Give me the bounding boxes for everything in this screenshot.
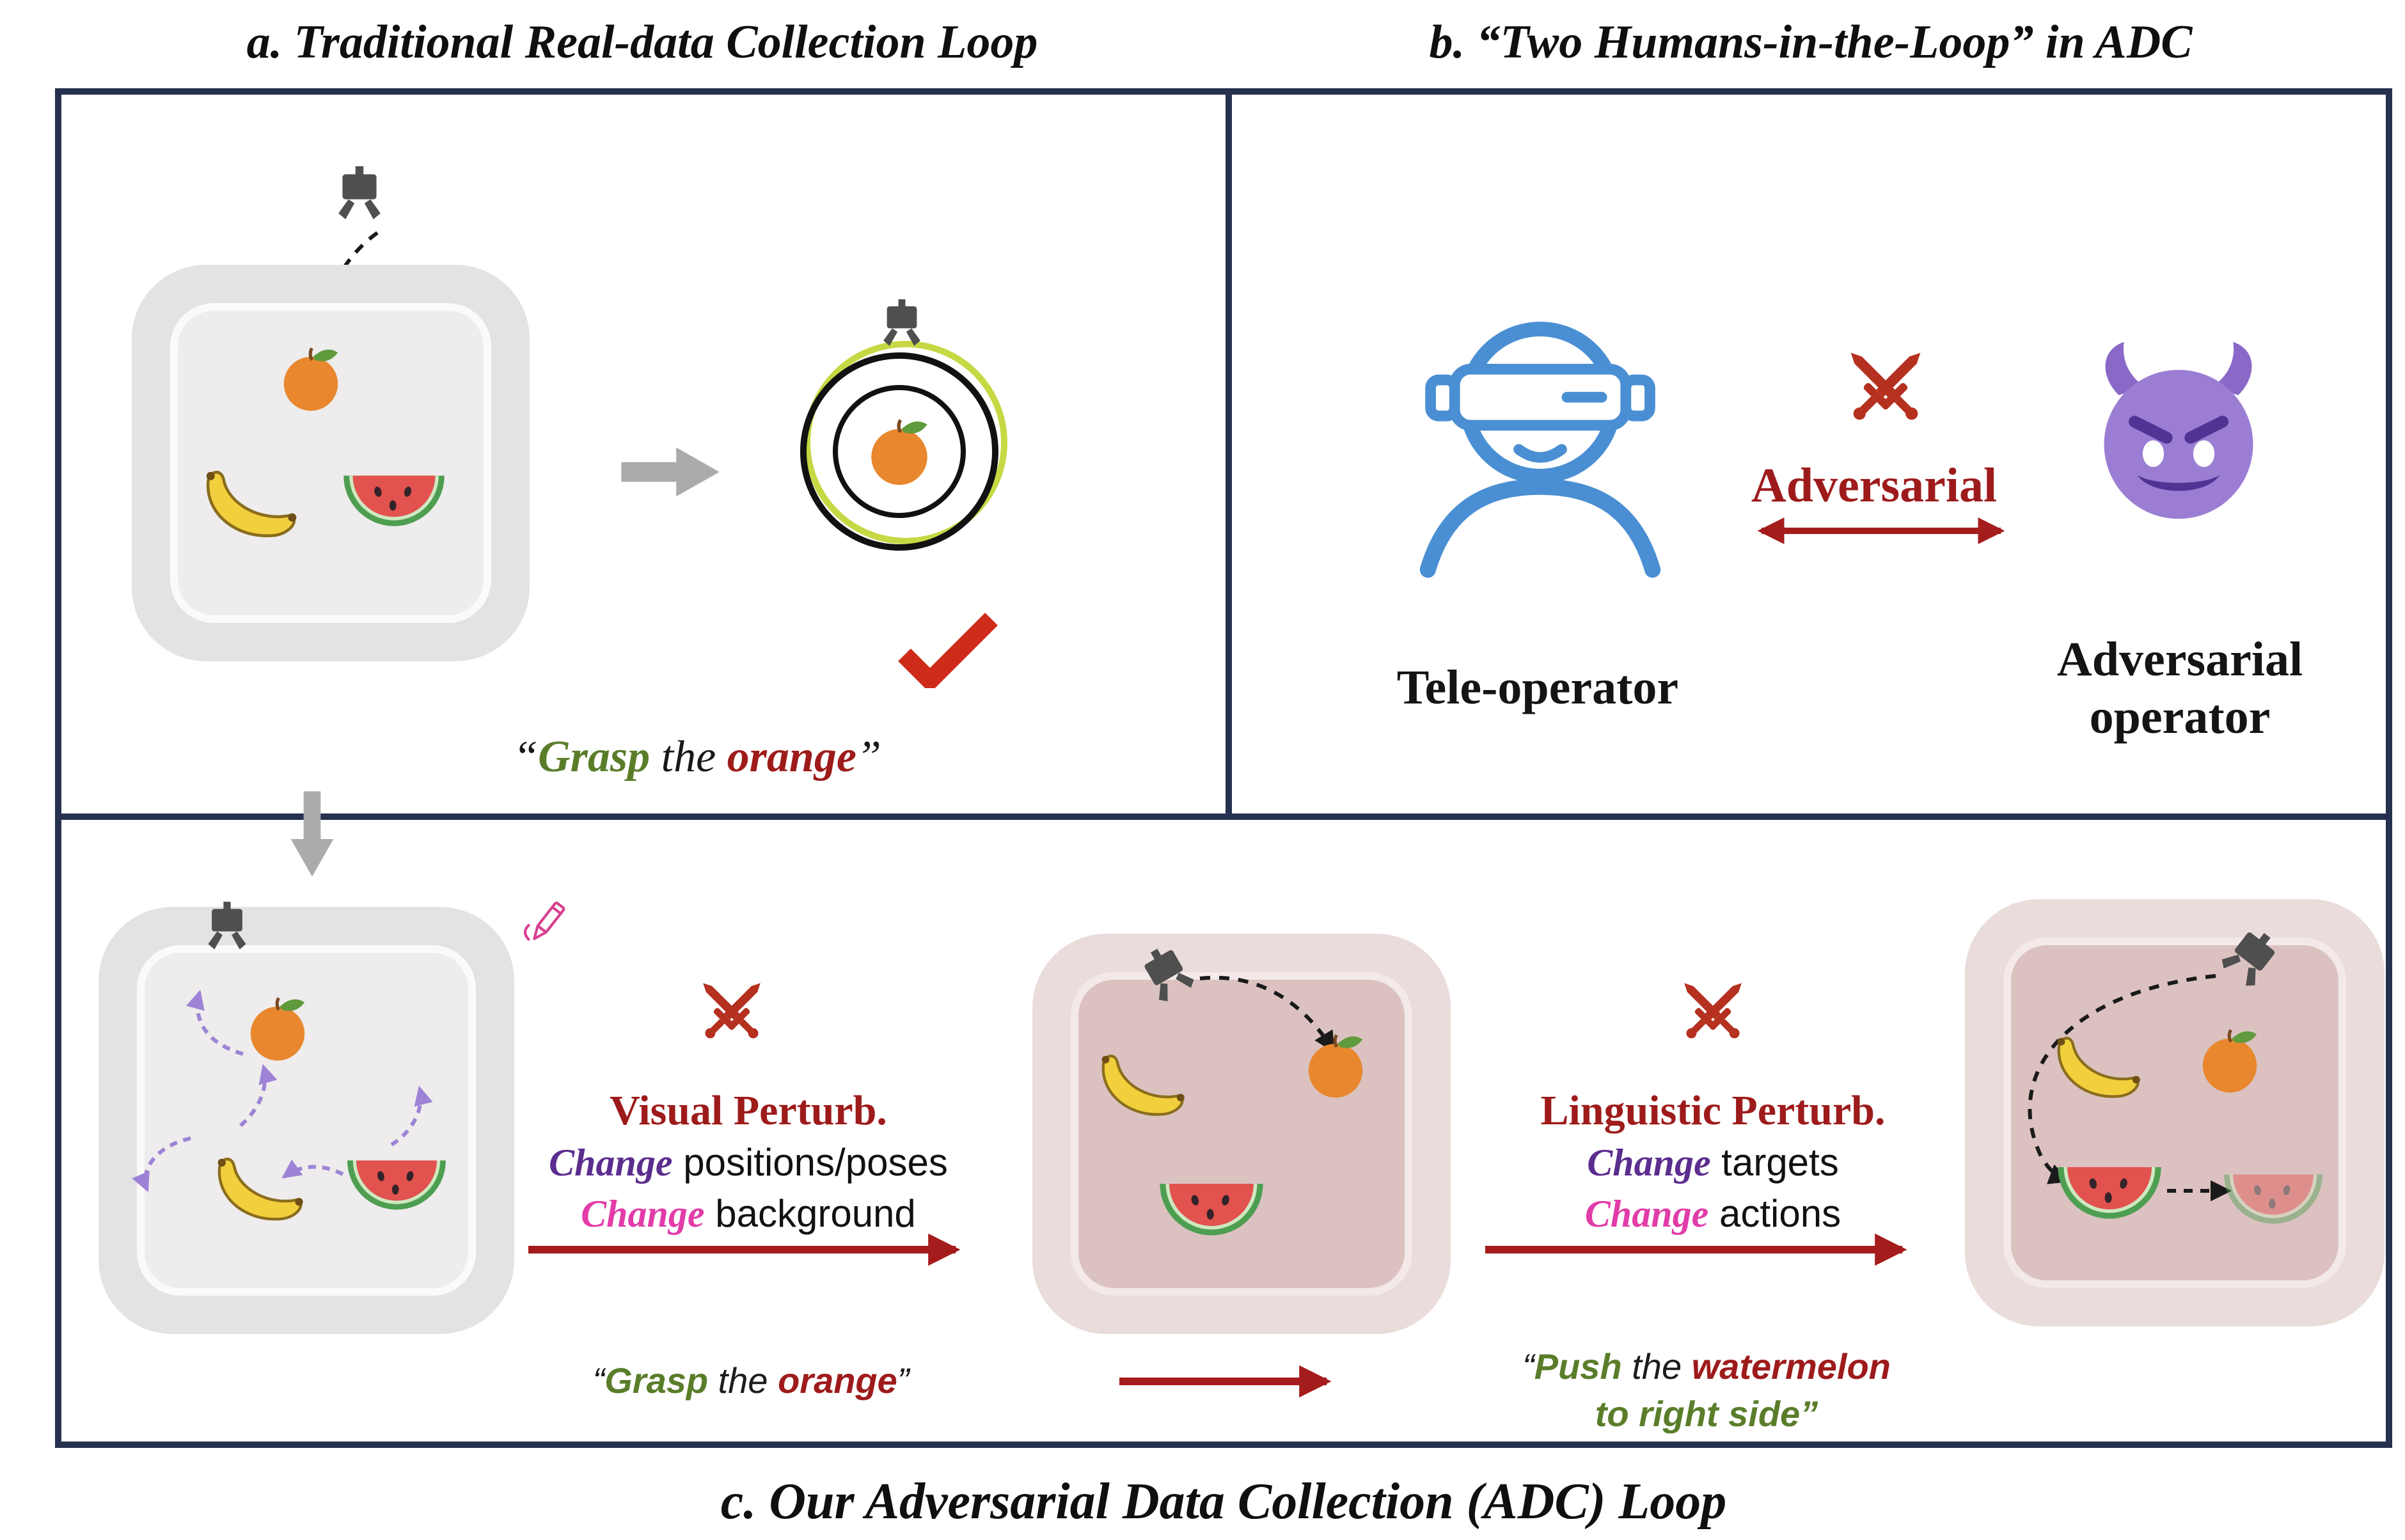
instruction-tail: to right side xyxy=(1595,1394,1801,1434)
instruction-verb: Grasp xyxy=(604,1361,709,1401)
watermelon-icon xyxy=(1155,1167,1268,1243)
crossed-swords-icon xyxy=(1834,336,1937,439)
robot-gripper-icon xyxy=(198,902,256,959)
bin-tray-inner xyxy=(170,303,491,623)
instruction-object: orange xyxy=(727,732,856,782)
change-text: actions xyxy=(1708,1193,1841,1236)
quote-close: ” xyxy=(897,1361,910,1401)
purple-motion-arrow xyxy=(281,1159,344,1179)
target-circles-icon xyxy=(800,341,1007,551)
tele-operator-label: Tele-operator xyxy=(1396,661,1679,715)
change-keyword: Change xyxy=(1584,1193,1709,1236)
watermelon-ghost-icon xyxy=(2220,1158,2327,1232)
instruction-object: orange xyxy=(778,1361,897,1401)
quote-open: “ xyxy=(592,1361,605,1401)
dashed-trajectory-arrow xyxy=(1199,975,1335,1053)
change-text: positions/poses xyxy=(672,1142,948,1184)
pencil-edit-icon xyxy=(518,895,574,952)
robot-gripper-icon xyxy=(874,299,930,356)
bin-tray-inner xyxy=(1071,972,1412,1296)
dashed-trajectory-arrow xyxy=(2028,974,2216,1184)
visual-change-row-2: Change background xyxy=(524,1193,972,1237)
change-keyword: Change xyxy=(549,1142,673,1184)
push-instruction-line1: “Push the watermelon xyxy=(1451,1343,1962,1390)
divider-horizontal xyxy=(55,813,2392,820)
orange-icon xyxy=(276,343,345,412)
figure-border xyxy=(55,88,2392,1448)
banana-icon xyxy=(1087,1033,1200,1120)
banana-icon xyxy=(2043,1016,2156,1103)
checkmark-icon xyxy=(895,611,1000,688)
quote-close: ” xyxy=(1800,1394,1818,1434)
dashed-push-arrow xyxy=(2167,1180,2232,1202)
bin-tray-inner xyxy=(2003,938,2346,1288)
visual-change-row-1: Change positions/poses xyxy=(524,1142,972,1186)
purple-motion-arrow xyxy=(239,1064,278,1128)
push-instruction: “Push the watermelon to right side” xyxy=(1451,1343,1962,1438)
crossed-swords-icon xyxy=(690,970,774,1054)
watermelon-icon xyxy=(343,1145,450,1216)
quote-open: “ xyxy=(1522,1347,1534,1387)
adversarial-double-arrow xyxy=(1757,517,2005,544)
grasp-instruction: “Grasp the orange” xyxy=(345,732,1049,783)
instruction-object: watermelon xyxy=(1691,1347,1891,1387)
adversarial-label: Adversarial xyxy=(1751,459,1998,513)
change-keyword: Change xyxy=(1587,1142,1711,1184)
adversarial-operator-line2: operator xyxy=(2089,691,2271,744)
adversarial-operator-label: Adversarial operator xyxy=(1956,632,2404,747)
red-arrow xyxy=(528,1233,961,1266)
red-arrow xyxy=(1485,1233,1907,1266)
purple-motion-arrow xyxy=(132,1136,191,1193)
change-text: background xyxy=(704,1193,916,1236)
instruction-mid: the xyxy=(708,1361,778,1401)
quote-close: ” xyxy=(856,732,881,782)
linguistic-perturb-title: Linguistic Perturb. xyxy=(1540,1088,1886,1135)
instruction-verb: Push xyxy=(1534,1347,1622,1387)
quote-open: “ xyxy=(513,732,539,782)
instruction-mid: the xyxy=(650,732,727,782)
instruction-mid: the xyxy=(1621,1347,1692,1387)
gray-arrow-right-icon xyxy=(619,443,722,501)
watermelon-icon xyxy=(339,460,449,532)
push-instruction-line2: to right side” xyxy=(1451,1390,1962,1438)
adversarial-operator-line1: Adversarial xyxy=(2056,633,2303,687)
change-keyword: Change xyxy=(581,1193,705,1236)
orange-icon xyxy=(1301,1030,1370,1099)
bin-tray-perturbed xyxy=(1032,934,1451,1334)
panel-a-title: a. Traditional Real-data Collection Loop xyxy=(246,17,1038,69)
watermelon-icon xyxy=(2053,1149,2166,1228)
bin-tray xyxy=(132,265,530,661)
panel-c-caption: c. Our Adversarial Data Collection (ADC)… xyxy=(720,1472,1727,1530)
divider-vertical xyxy=(1226,88,1232,820)
change-text: targets xyxy=(1710,1142,1839,1184)
bin-tray xyxy=(99,907,514,1334)
panel-b-title: b. “Two Humans-in-the-Loop” in ADC xyxy=(1429,17,2193,69)
red-arrow xyxy=(1119,1365,1332,1398)
linguistic-change-row-2: Change actions xyxy=(1489,1193,1937,1237)
banana-icon xyxy=(194,448,310,542)
linguistic-change-row-1: Change targets xyxy=(1489,1142,1937,1186)
vr-teleoperator-icon xyxy=(1393,283,1687,596)
purple-motion-arrow xyxy=(390,1085,433,1147)
crossed-swords-icon xyxy=(1671,970,1755,1054)
grasp-instruction-small: “Grasp the orange” xyxy=(521,1361,981,1402)
gray-arrow-down-icon xyxy=(287,783,338,885)
orange-icon xyxy=(2195,1025,2264,1094)
instruction-verb: Grasp xyxy=(538,732,651,782)
robot-gripper-icon xyxy=(327,166,391,230)
visual-perturb-title: Visual Perturb. xyxy=(610,1088,887,1135)
orange-icon xyxy=(243,993,312,1062)
bin-tray-perturbed xyxy=(1965,899,2385,1326)
devil-face-icon xyxy=(2079,331,2278,531)
purple-motion-arrow xyxy=(185,989,244,1056)
